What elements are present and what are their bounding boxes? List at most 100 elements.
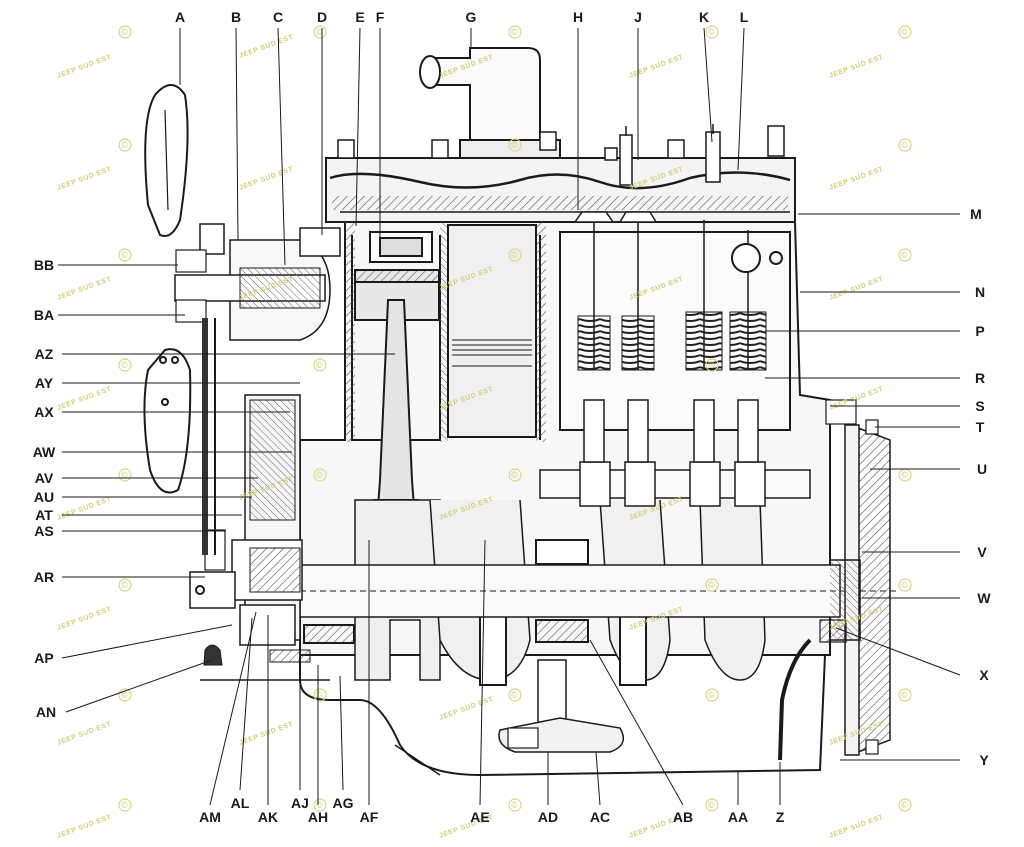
watermark-text: JEEP SUD EST xyxy=(828,814,884,840)
svg-text:©: © xyxy=(901,140,908,150)
callout-label: H xyxy=(573,9,583,25)
crank-pulley xyxy=(189,529,236,609)
watermark-text: JEEP SUD EST xyxy=(438,696,494,722)
copyright-icon: © xyxy=(118,25,132,39)
callout-label: AY xyxy=(35,375,54,391)
copyright-icon: © xyxy=(313,25,327,39)
watermark-text: JEEP SUD EST xyxy=(56,606,112,632)
copyright-icon: © xyxy=(705,688,719,702)
callout-label: L xyxy=(740,9,749,25)
water-pump xyxy=(174,223,341,341)
callout-label: AB xyxy=(673,809,693,825)
callout-label: AV xyxy=(35,470,54,486)
watermark-text: JEEP SUD EST xyxy=(56,386,112,412)
flywheel xyxy=(825,399,891,756)
callout-label: Z xyxy=(776,809,785,825)
callout-label: S xyxy=(975,398,984,414)
callout-label: AM xyxy=(199,809,221,825)
watermark-text: JEEP SUD EST xyxy=(828,276,884,302)
water-outlet-elbow xyxy=(419,47,561,159)
watermark-text: JEEP SUD EST xyxy=(828,166,884,192)
oil-pan xyxy=(299,654,826,777)
watermark-text: JEEP SUD EST xyxy=(56,814,112,840)
svg-text:©: © xyxy=(511,250,518,260)
copyright-icon: © xyxy=(118,798,132,812)
svg-text:©: © xyxy=(901,690,908,700)
copyright-icon: © xyxy=(705,25,719,39)
callout-label: B xyxy=(231,9,241,25)
callout-label: F xyxy=(376,9,385,25)
copyright-icon: © xyxy=(898,578,912,592)
svg-text:©: © xyxy=(511,690,518,700)
svg-text:©: © xyxy=(901,250,908,260)
watermark-text: JEEP SUD EST xyxy=(56,496,112,522)
svg-text:©: © xyxy=(316,470,323,480)
svg-text:©: © xyxy=(121,580,128,590)
oil-pump xyxy=(498,659,625,753)
svg-text:©: © xyxy=(316,27,323,37)
callout-label: E xyxy=(355,9,364,25)
callout-label: N xyxy=(975,284,985,300)
callout-label: AZ xyxy=(35,346,54,362)
copyright-icon: © xyxy=(118,578,132,592)
copyright-icon: © xyxy=(898,688,912,702)
copyright-icon: © xyxy=(705,358,719,372)
watermark-text: JEEP SUD EST xyxy=(828,54,884,80)
copyright-icon: © xyxy=(508,25,522,39)
callout-label: AL xyxy=(231,795,250,811)
svg-text:©: © xyxy=(511,140,518,150)
fan-blade-lower xyxy=(143,348,192,494)
copyright-icon: © xyxy=(118,688,132,702)
callout-label: AW xyxy=(33,444,56,460)
callout-label: AT xyxy=(35,507,53,523)
callout-label: AN xyxy=(36,704,56,720)
svg-text:©: © xyxy=(316,800,323,810)
svg-text:©: © xyxy=(511,800,518,810)
callout-label: A xyxy=(175,9,185,25)
svg-text:©: © xyxy=(121,250,128,260)
callout-label: T xyxy=(976,419,985,435)
watermark-text: JEEP SUD EST xyxy=(238,34,294,60)
copyright-icon: © xyxy=(508,248,522,262)
svg-text:©: © xyxy=(121,140,128,150)
callout-label: BB xyxy=(34,257,54,273)
callout-label: AK xyxy=(258,809,278,825)
timing-cover xyxy=(231,394,311,663)
leader-lines xyxy=(58,27,961,806)
copyright-icon: © xyxy=(313,688,327,702)
watermark-text: JEEP SUD EST xyxy=(56,166,112,192)
callout-label: G xyxy=(466,9,477,25)
copyright-icon: © xyxy=(313,358,327,372)
callout-label: BA xyxy=(34,307,54,323)
svg-text:©: © xyxy=(121,27,128,37)
callout-label: AG xyxy=(333,795,354,811)
callout-label: AX xyxy=(34,404,54,420)
svg-text:©: © xyxy=(901,800,908,810)
svg-text:©: © xyxy=(708,27,715,37)
spark-plugs xyxy=(619,124,721,186)
svg-text:©: © xyxy=(511,470,518,480)
copyright-icon: © xyxy=(313,468,327,482)
copyright-icon: © xyxy=(898,25,912,39)
valve-springs xyxy=(577,311,767,371)
svg-text:©: © xyxy=(708,580,715,590)
watermark-text: JEEP SUD EST xyxy=(628,54,684,80)
callout-label: AF xyxy=(360,809,379,825)
callout-labels: A B C D E F G H J K L BB BA AZ AY AX AW … xyxy=(33,9,992,825)
callout-label: P xyxy=(975,323,984,339)
copyright-icon: © xyxy=(898,468,912,482)
svg-text:©: © xyxy=(121,470,128,480)
watermark-text: JEEP SUD EST xyxy=(238,166,294,192)
svg-text:©: © xyxy=(511,27,518,37)
svg-text:©: © xyxy=(708,360,715,370)
copyright-icon: © xyxy=(508,138,522,152)
copyright-icon: © xyxy=(705,578,719,592)
copyright-icon: © xyxy=(313,798,327,812)
callout-label: AJ xyxy=(291,795,309,811)
callout-label: AE xyxy=(470,809,489,825)
cylinder-bore xyxy=(447,224,537,438)
callout-label: W xyxy=(977,590,991,606)
callout-label: AD xyxy=(538,809,558,825)
